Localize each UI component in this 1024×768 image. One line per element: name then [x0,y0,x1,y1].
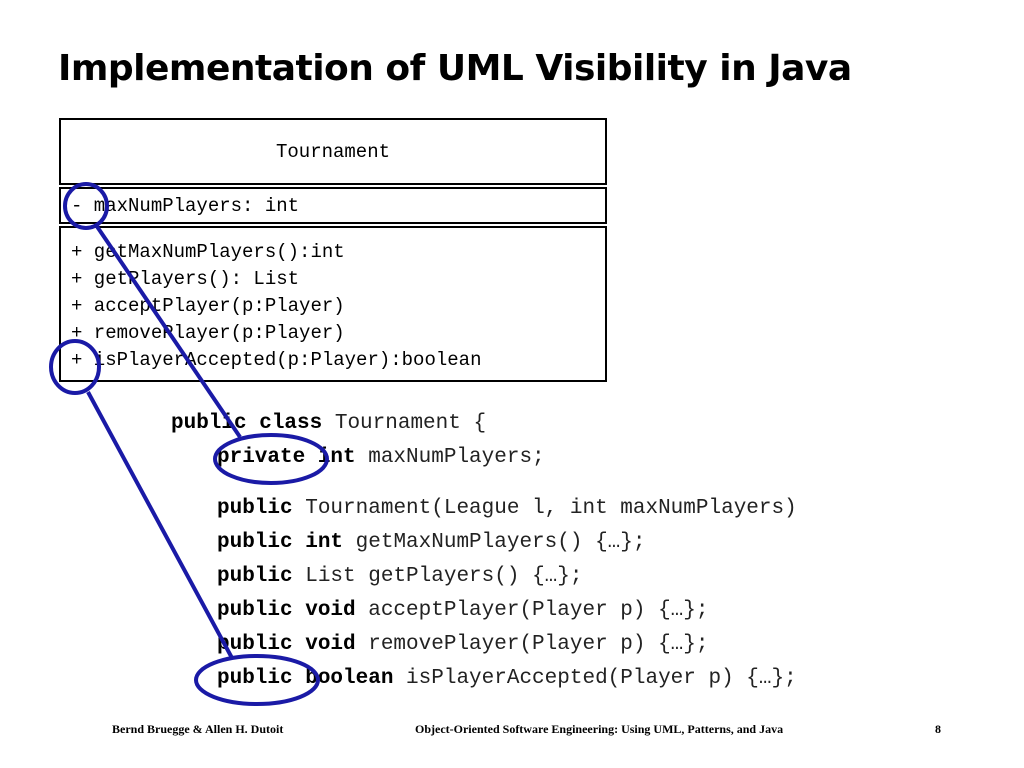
code-text: List getPlayers() {…}; [292,565,583,588]
code-text: maxNumPlayers; [355,446,545,469]
code-text: isPlayerAccepted(Player p) {…}; [393,667,797,690]
code-keyword: public class [171,412,323,435]
uml-operation: + acceptPlayer(p:Player) [71,295,345,317]
code-keyword: private int [217,446,356,469]
uml-class-diagram: Tournament - maxNumPlayers: int + getMax… [59,118,607,382]
uml-operation: + getMaxNumPlayers():int [71,241,345,263]
code-text: Tournament { [322,412,487,435]
code-text: acceptPlayer(Player p) {…}; [355,599,709,622]
code-text: getMaxNumPlayers() {…}; [343,531,646,554]
code-text: removePlayer(Player p) {…}; [355,633,709,656]
code-method-line: public List getPlayers() {…}; [217,565,582,588]
uml-operation: + removePlayer(p:Player) [71,322,345,344]
slide-title: Implementation of UML Visibility in Java [58,48,852,89]
footer-book-title: Object-Oriented Software Engineering: Us… [415,722,784,736]
uml-attributes-compartment: - maxNumPlayers: int [59,187,607,224]
uml-operations-compartment: + getMaxNumPlayers():int + getPlayers():… [59,226,607,382]
code-method-line: public int getMaxNumPlayers() {…}; [217,531,645,554]
code-method-line: public void acceptPlayer(Player p) {…}; [217,599,708,622]
code-keyword: public void [217,599,356,622]
uml-operation: + isPlayerAccepted(p:Player):boolean [71,349,482,371]
footer-authors: Bernd Bruegge & Allen H. Dutoit [112,722,284,736]
code-method-line: public void removePlayer(Player p) {…}; [217,633,708,656]
footer-page-number: 8 [935,722,941,736]
code-method-line: public boolean isPlayerAccepted(Player p… [217,667,797,690]
code-method-line: public Tournament(League l, int maxNumPl… [217,497,797,520]
uml-attribute: - maxNumPlayers: int [71,194,300,217]
code-keyword: public boolean [217,667,394,690]
code-field-declaration: private int maxNumPlayers; [217,446,545,469]
code-class-declaration: public class Tournament { [171,412,486,435]
code-keyword: public [217,497,293,520]
code-keyword: public void [217,633,356,656]
code-text: Tournament(League l, int maxNumPlayers) [292,497,797,520]
uml-class-name-compartment: Tournament [59,118,607,185]
uml-operation: + getPlayers(): List [71,268,300,290]
uml-class-name: Tournament [275,140,391,163]
code-keyword: public int [217,531,344,554]
code-keyword: public [217,565,293,588]
